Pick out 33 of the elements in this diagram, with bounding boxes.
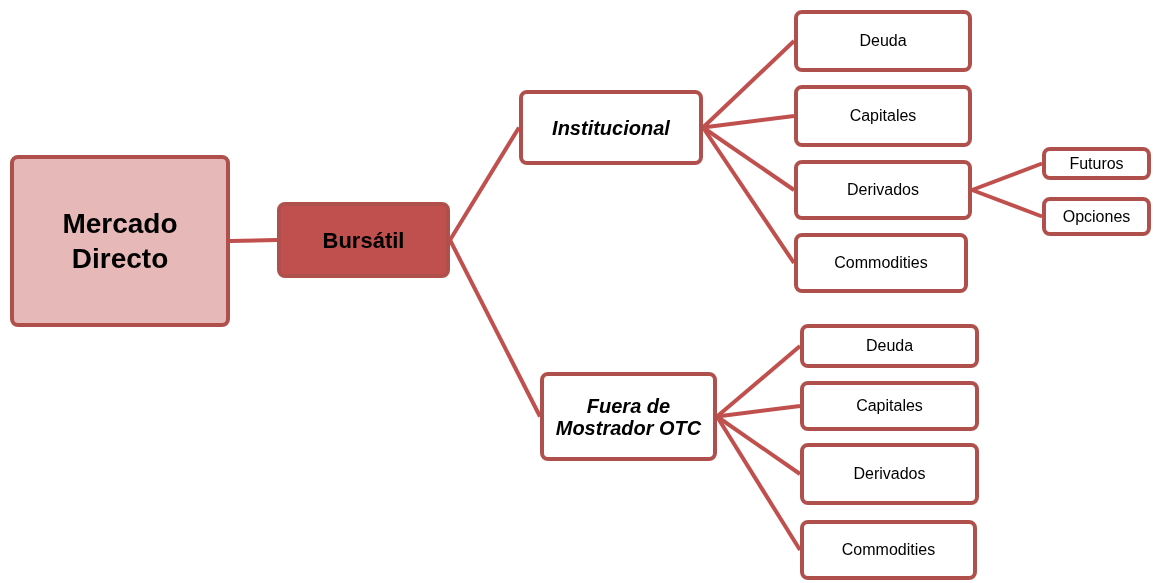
subcategory-box (519, 90, 703, 165)
node-label: Deuda (865, 336, 914, 356)
node-label: Deuda (859, 31, 907, 51)
node-label: Commodities (841, 540, 936, 560)
node-label: Derivados (847, 180, 919, 200)
leaf-box (794, 233, 968, 293)
connector-line (971, 188, 1043, 219)
leaf-box (800, 324, 979, 368)
node-label: Opciones (1062, 206, 1131, 227)
category-box (277, 202, 450, 278)
node-label: Derivados (853, 464, 926, 484)
node-label: Bursátil (322, 226, 405, 255)
connector-line (971, 161, 1043, 192)
leaf-box (800, 443, 979, 505)
connector-line (229, 238, 278, 243)
node-label: Institucional (552, 116, 670, 139)
node-label: Mercado Directo (61, 207, 179, 276)
subcategory-box (540, 372, 717, 461)
connector-line (448, 239, 542, 418)
leaf-box (1042, 147, 1151, 180)
leaf-box (1042, 197, 1151, 236)
root-box (10, 155, 230, 327)
node-label: Commodities (834, 253, 928, 273)
leaf-box (794, 85, 972, 147)
node-label: Capitales (849, 106, 917, 126)
leaf-box (800, 381, 979, 431)
node-label: Fuera de Mostrador OTC (554, 394, 703, 439)
node-label: Capitales (856, 396, 923, 416)
leaf-box (800, 520, 977, 580)
leaf-box (794, 160, 972, 220)
connector-line (448, 126, 521, 242)
leaf-box (794, 10, 972, 72)
node-label: Futuros (1069, 153, 1124, 174)
